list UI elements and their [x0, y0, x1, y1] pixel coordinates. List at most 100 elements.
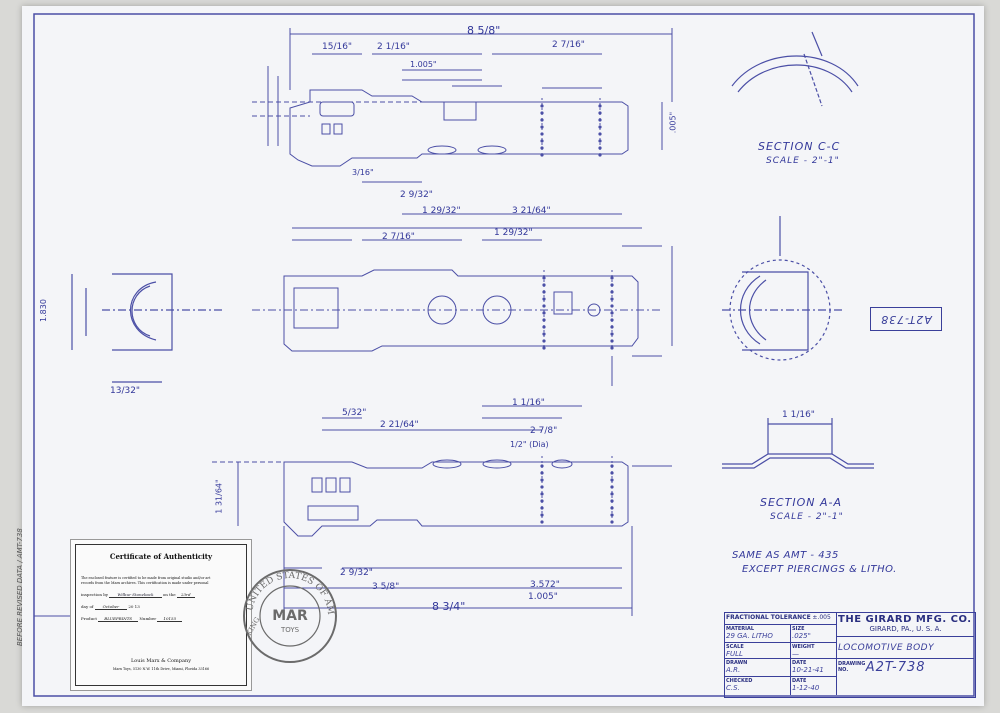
rivet-dot [610, 492, 614, 496]
rivet-dot [540, 104, 544, 108]
rivet-dot [610, 346, 614, 350]
dim-label: .005" [668, 111, 678, 134]
rivet-dot [542, 332, 546, 336]
certificate-company: Louis Marx & Company [130, 658, 192, 664]
top-view-dots [540, 104, 614, 524]
date2-label: DATE [792, 678, 807, 684]
dim-label: 1.005" [528, 592, 558, 602]
certificate-day: 23rd [176, 592, 195, 598]
date-value: 10-21-41 [792, 666, 824, 674]
rivet-dot [598, 146, 602, 150]
bottom-view [212, 405, 672, 616]
product-value: BLUEPRINTS [98, 616, 139, 622]
dim-label: 1.005" [410, 60, 437, 69]
rivet-dot [540, 513, 544, 517]
rivet-dot [540, 125, 544, 129]
dim-label: 13/32" [110, 386, 141, 396]
rivet-dot [598, 111, 602, 115]
company-name: THE GIRARD MFG. CO. [838, 614, 972, 625]
material-value: 29 GA. LITHO [726, 632, 773, 640]
rivet-dot [610, 332, 614, 336]
drawing-no-cell: DRAWING NO. A2T-738 [837, 659, 974, 695]
rivet-dot [542, 311, 546, 315]
certificate-year: 20 13 [128, 604, 140, 609]
number-label: Number [139, 616, 157, 621]
inspected-label: inspection by [81, 592, 109, 597]
dim-label: 3/16" [352, 168, 374, 177]
drawing-tab-text: A2T-738 [880, 313, 932, 326]
drawing-no-label: DRAWING NO. [838, 661, 866, 673]
part-name-cell: LOCOMOTIVE BODY [837, 637, 974, 659]
rivet-dot [598, 153, 602, 157]
section-a-a-scale: SCALE - 2"-1" [770, 512, 844, 522]
rivet-dot [540, 492, 544, 496]
dim-label: 1 29/32" [494, 228, 533, 238]
drawing-no: A2T-738 [865, 660, 926, 675]
rivet-dot [542, 276, 546, 280]
tolerance-label: FRACTIONAL TOLERANCE [726, 614, 811, 621]
right-end-view [722, 216, 842, 361]
rivet-dot [610, 513, 614, 517]
rivet-dot [598, 139, 602, 143]
on-label: on the [162, 592, 176, 597]
company-location: GIRARD, PA., U. S. A. [869, 625, 942, 633]
dim-label: 2 9/32" [340, 568, 373, 578]
dim-label: 2 7/16" [382, 232, 415, 242]
rivet-dot [610, 478, 614, 482]
seal-center-text: MAR [272, 608, 308, 624]
dim-label: 1 31/64" [214, 479, 224, 514]
dim-label: 3 21/64" [512, 206, 551, 216]
dim-label: 3 5/8" [372, 582, 400, 592]
dim-label: 2 1/16" [377, 42, 410, 52]
section-a-a-title: SECTION A-A [760, 496, 842, 509]
section-c-c-drawing [731, 31, 859, 107]
rivet-dot [540, 478, 544, 482]
blueprint-sheet: 8 5/8" 15/16" 2 1/16" 2 7/16" 1.005" .00… [16, 6, 984, 706]
certificate-border [75, 544, 247, 686]
rivet-dot [598, 132, 602, 136]
dim-overall-bottom: 8 3/4" [432, 600, 466, 613]
dim-label: 1 1/16" [512, 398, 545, 408]
certificate-month: October [94, 604, 128, 610]
rivet-dot [540, 139, 544, 143]
rivet-dot [610, 276, 614, 280]
material-label: MATERIAL [726, 626, 755, 632]
size-cell: SIZE.025" [791, 625, 837, 643]
margin-note: BEFORE REVISED DATA / AMT-738 [16, 528, 24, 646]
certificate-body-2: records from the Marx archives. This cer… [81, 581, 209, 585]
drawn-label: DRAWN [726, 660, 748, 666]
rivet-dot [598, 118, 602, 122]
checked-label: CHECKED [726, 678, 753, 684]
drawing-number-tab: A2T-738 [870, 307, 942, 331]
note-line-1: SAME AS AMT - 435 [732, 550, 839, 561]
checked-value: C.S. [726, 684, 740, 692]
dim-label: 2 7/16" [552, 40, 585, 50]
dim-label: 1/2" (Dia) [510, 440, 549, 449]
dim-label: 2 9/32" [400, 190, 433, 200]
drawn-value: A.R. [726, 666, 741, 674]
number-value: 10155 [157, 616, 183, 622]
tolerance-value: ±.005 [812, 614, 831, 621]
rivet-dot [540, 146, 544, 150]
rivet-dot [598, 125, 602, 129]
day-of-label: day of [81, 604, 94, 609]
product-label: Product [81, 616, 97, 621]
marx-toys-seal: UNITED STATES OF AMERICA MAR TOYS KING [240, 566, 337, 663]
note-line-2: EXCEPT PIERCINGS & LITHO. [742, 564, 897, 575]
rivet-dot [542, 346, 546, 350]
technical-drawing [33, 13, 975, 697]
scale-label: SCALE [726, 644, 744, 650]
part-name: LOCOMOTIVE BODY [838, 643, 935, 653]
rivet-dot [540, 118, 544, 122]
scale-value: FULL [726, 650, 743, 658]
inspector-name: Wilbur Stoneback [109, 592, 162, 598]
rivet-dot [542, 297, 546, 301]
seal-left-text: KING [245, 616, 262, 637]
dim-label: 5/32" [342, 408, 367, 418]
top-view [252, 28, 673, 183]
